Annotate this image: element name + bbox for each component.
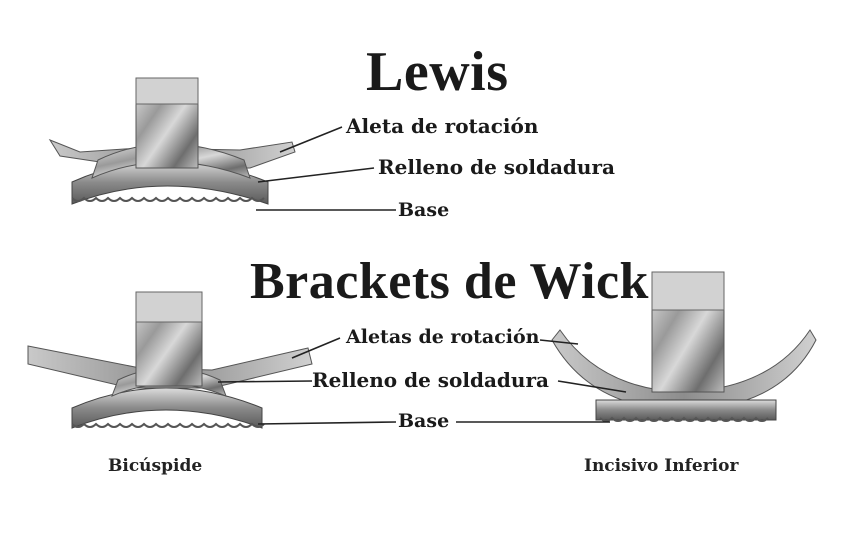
label-lewis-rotation-wing: Aleta de rotación xyxy=(346,114,539,138)
label-lewis-solder-fill: Relleno de soldadura xyxy=(378,155,615,179)
leader-wick-solder-fill-left xyxy=(217,380,313,383)
label-wick-base: Base xyxy=(398,410,450,432)
incisor-base xyxy=(595,399,777,421)
incisor-slot-top xyxy=(651,271,725,311)
bicuspid-slot-top xyxy=(135,291,203,323)
leader-lewis-solder-fill xyxy=(257,167,375,183)
caption-bicuspid: Bicúspide xyxy=(108,456,203,476)
leader-wick-solder-fill-right xyxy=(557,380,627,393)
lewis-slot-top xyxy=(135,77,199,105)
bicuspid-base-mesh xyxy=(71,422,265,428)
bicuspid-base xyxy=(71,387,263,429)
leader-wick-rotation-wings-left xyxy=(291,337,341,359)
label-wick-rotation-wings: Aletas de rotación xyxy=(346,326,540,348)
incisor-base-mesh xyxy=(599,416,769,422)
lewis-base-mesh xyxy=(71,196,265,202)
wick-leader-lines xyxy=(217,337,627,425)
leader-wick-base-left xyxy=(257,421,397,425)
lewis-bracket xyxy=(48,77,296,205)
wick-incisor-bracket xyxy=(551,271,817,422)
leader-wick-rotation-wings-right xyxy=(539,339,579,345)
wick-title: Brackets de Wick xyxy=(250,253,649,310)
label-lewis-base: Base xyxy=(398,199,450,221)
label-wick-solder-fill: Relleno de soldadura xyxy=(312,368,549,392)
lewis-title: Lewis xyxy=(366,41,509,103)
lewis-leader-lines xyxy=(256,126,396,211)
caption-lower-incisor: Incisivo Inferior xyxy=(584,456,739,476)
leader-lewis-rotation-wing xyxy=(279,126,343,153)
wick-bicuspid-bracket xyxy=(27,291,313,429)
